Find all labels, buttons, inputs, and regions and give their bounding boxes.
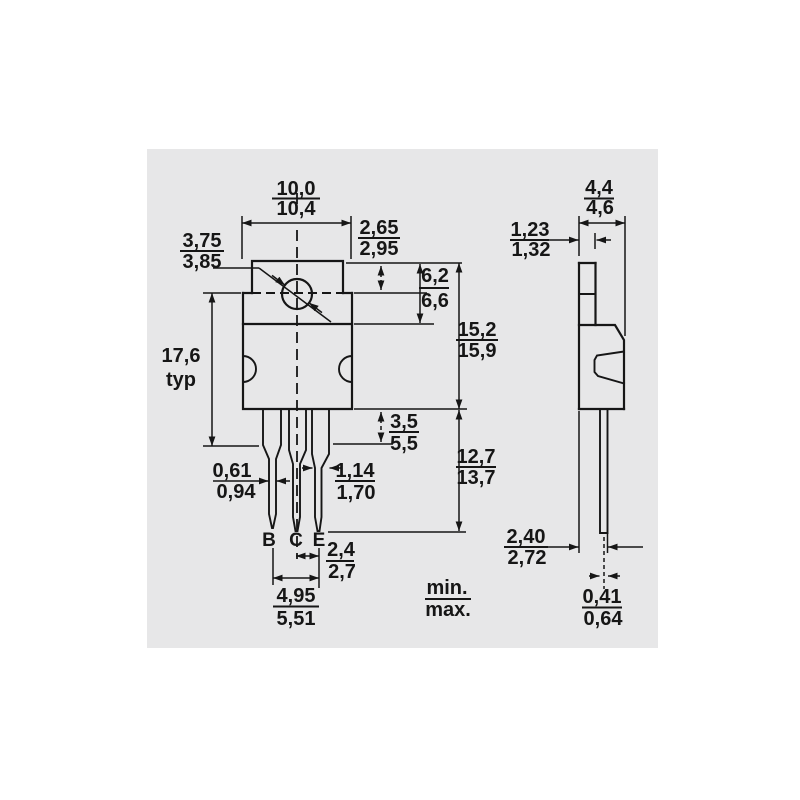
- pin-label-b: B: [262, 530, 276, 551]
- dim-lead-shoulder: 3,5 5,5: [333, 411, 419, 455]
- pin-label-c: C: [289, 530, 303, 551]
- side-body-top: [577, 323, 626, 411]
- dim-value-max: 2,72: [508, 547, 547, 569]
- dim-value-min: 1,14: [336, 460, 376, 482]
- dim-lead-setback: 2,40 2,72: [504, 411, 643, 569]
- dim-value-max: 13,7: [457, 467, 496, 489]
- dim-value-max: 2,95: [360, 238, 399, 260]
- dim-value-min: 0,41: [583, 586, 622, 608]
- left-notch: [242, 355, 257, 383]
- dim-value-max: 2,7: [328, 561, 356, 583]
- dim-width: 10,0 10,4: [241, 178, 352, 259]
- dim-value-min: 4,4: [585, 177, 614, 199]
- side-view: 4,4 4,6 1,23 1,32 2,40 2,72: [504, 177, 643, 630]
- dim-value-min: 2,65: [360, 217, 399, 239]
- side-lead: [599, 408, 609, 534]
- legend-min: min.: [426, 577, 467, 599]
- dim-value-min: 4,95: [277, 585, 316, 607]
- dim-value-max: 15,9: [458, 340, 497, 362]
- tab-outline: [250, 259, 345, 295]
- dim-tab-face: 6,2 6,6: [354, 264, 449, 325]
- dim-value-min: 3,75: [183, 230, 222, 252]
- dim-value-min: 3,5: [390, 411, 418, 433]
- dim-value-min: 15,2: [458, 319, 497, 341]
- dim-hole-diameter: 3,75 3,85: [180, 230, 332, 323]
- lead-e: [311, 408, 330, 532]
- leader-diagonal: [258, 267, 332, 323]
- dim-value-min: 0,61: [213, 460, 252, 482]
- dim-value-max: 10,4: [277, 198, 317, 220]
- pin-labels: B C E: [262, 530, 325, 551]
- dim-value-max: 1,70: [337, 482, 376, 504]
- lead-c: [288, 408, 307, 532]
- side-package-outline: [577, 261, 626, 534]
- dim-lead-span: 4,95 5,51: [272, 548, 319, 630]
- dim-value-max: 0,64: [584, 608, 624, 630]
- dim-qualifier: typ: [166, 369, 196, 391]
- legend-min-max: min. max.: [425, 577, 471, 621]
- dim-value: 17,6: [162, 345, 201, 367]
- pin-label-e: E: [313, 530, 326, 551]
- dim-value-max: 3,85: [183, 251, 222, 273]
- dim-value-min: 2,40: [507, 526, 546, 548]
- dim-value-max: 0,94: [217, 481, 257, 503]
- dim-tab-thickness: 1,23 1,32: [510, 219, 611, 261]
- dim-value-min: 10,0: [277, 178, 316, 200]
- dim-value-min: 12,7: [457, 446, 496, 468]
- dim-value-min: 2,4: [327, 539, 356, 561]
- arrow: [308, 302, 323, 314]
- dim-body-height: 15,2 15,9: [354, 263, 498, 410]
- arrow: [271, 274, 286, 286]
- dim-lead-length: 12,7 13,7: [328, 410, 496, 533]
- legend-max: max.: [425, 599, 471, 621]
- dim-lead-pitch: 2,4 2,7: [296, 539, 356, 588]
- dim-lead-narrow-width: 0,61 0,94: [213, 460, 290, 503]
- dim-lead-wide-width: 1,14 1,70: [302, 460, 375, 504]
- dim-depth: 4,4 4,6: [578, 177, 626, 336]
- front-package-outline: [241, 193, 354, 559]
- dim-value-max: 6,6: [421, 290, 449, 312]
- dim-value-min: 6,2: [421, 265, 449, 287]
- dim-lead-thickness: 0,41 0,64: [582, 537, 623, 630]
- dim-value-max: 5,5: [390, 433, 418, 455]
- lead-b: [262, 408, 282, 529]
- drawing-panel: [147, 149, 658, 648]
- right-notch: [338, 355, 353, 383]
- dim-value-max: 1,32: [512, 239, 551, 261]
- dim-overall-height: 17,6 typ: [162, 292, 259, 447]
- front-view: B C E 10,0 10,4 3,75 3,85: [162, 178, 498, 630]
- dim-value-max: 5,51: [277, 608, 316, 630]
- side-notch: [593, 350, 626, 385]
- dim-value-min: 1,23: [511, 219, 550, 241]
- dim-tab-above-body: 2,65 2,95: [346, 217, 462, 294]
- dim-value-max: 4,6: [586, 197, 614, 219]
